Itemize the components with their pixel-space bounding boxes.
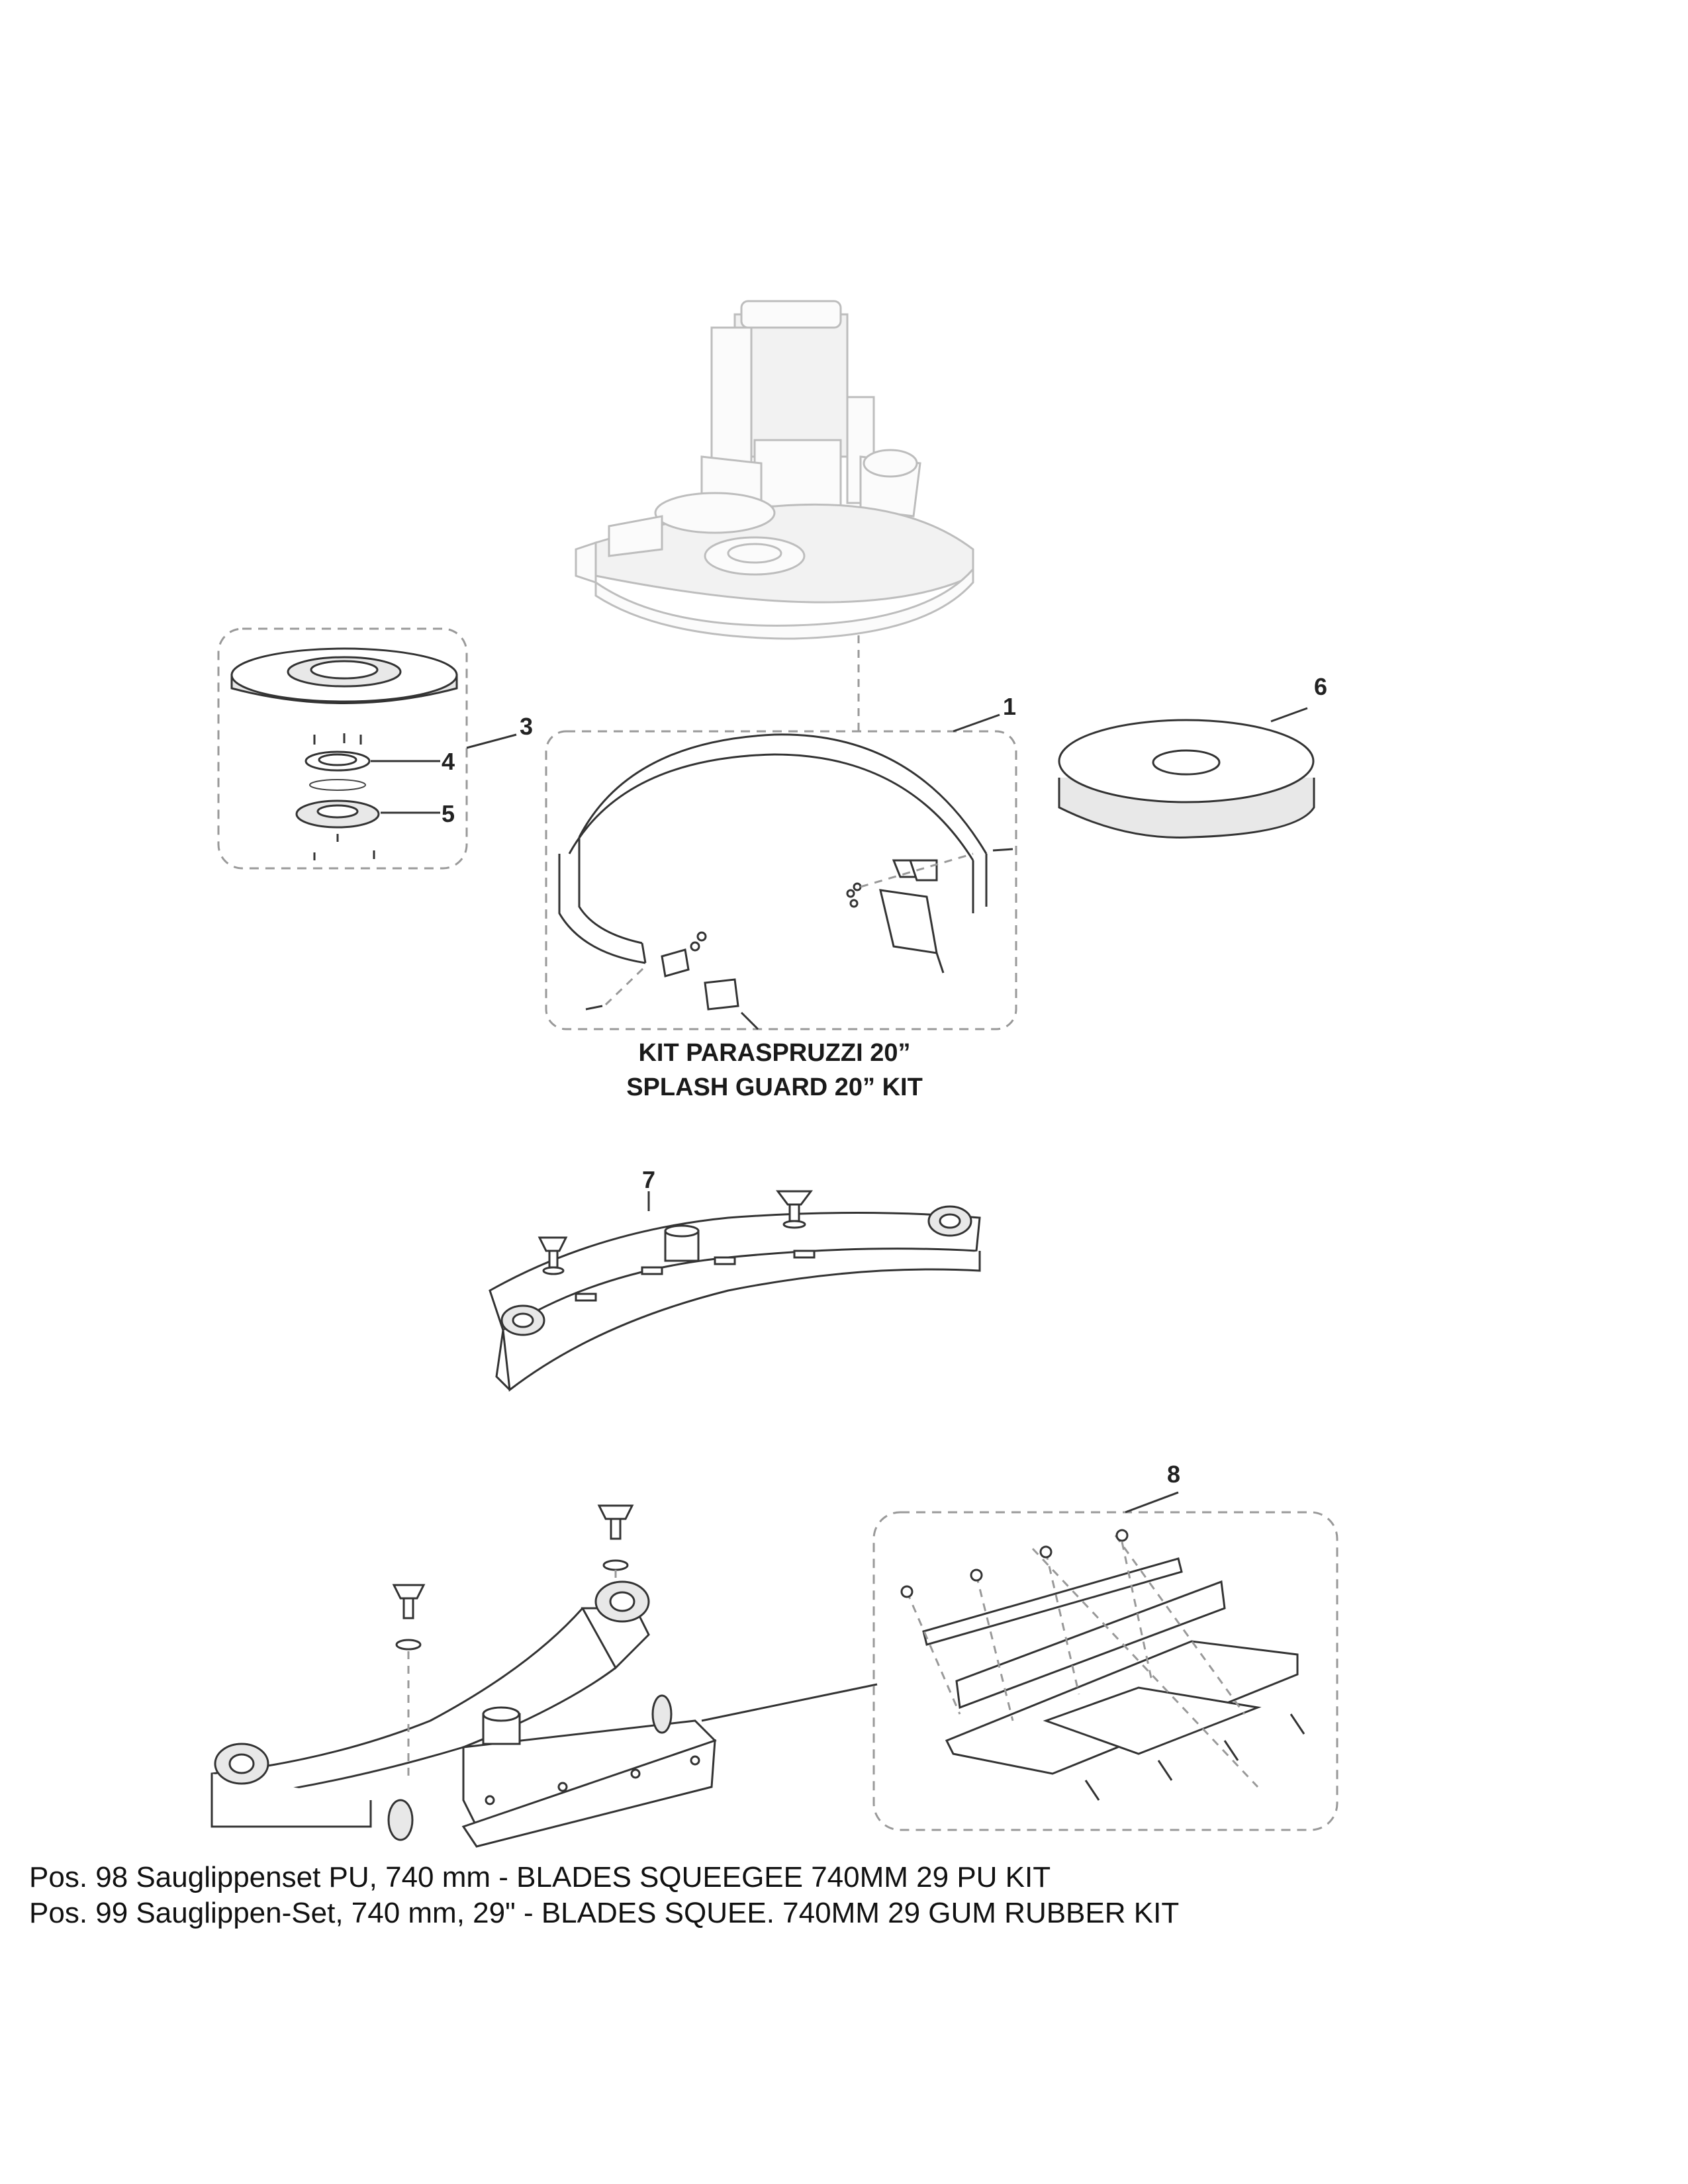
callout-8-leader	[1125, 1491, 1179, 1514]
callout-6: 6	[1314, 673, 1327, 700]
callout-1-leader	[953, 713, 1000, 733]
note-pos-99: Pos. 99 Sauglippen-Set, 740 mm, 29" - BL…	[29, 1897, 1180, 1929]
splash-guard-kit-group	[545, 730, 1017, 1030]
callout-6-leader	[1270, 707, 1308, 723]
brush-holder-group	[217, 627, 468, 870]
callout-4: 4	[442, 748, 455, 775]
kit-title-english: SPLASH GUARD 20” KIT	[626, 1073, 923, 1101]
detail-connector-line	[701, 1683, 878, 1722]
callout-7: 7	[642, 1166, 655, 1193]
callout-3: 3	[520, 713, 533, 740]
callout-1: 1	[1003, 693, 1016, 720]
squeegee-assembly-part	[489, 1190, 981, 1392]
kit-title-italian: KIT PARASPRUZZI 20”	[638, 1039, 911, 1067]
callout-5: 5	[442, 800, 455, 827]
squeegee-frame-exploded	[211, 1504, 717, 1848]
pad-disc-part	[1058, 719, 1315, 839]
note-pos-98: Pos. 98 Sauglippenset PU, 740 mm - BLADE…	[29, 1861, 1051, 1893]
machine-base-illustration	[575, 300, 974, 640]
callout-leaders-left	[371, 733, 517, 814]
blade-kit-group	[872, 1511, 1338, 1831]
callout-8: 8	[1167, 1461, 1180, 1488]
